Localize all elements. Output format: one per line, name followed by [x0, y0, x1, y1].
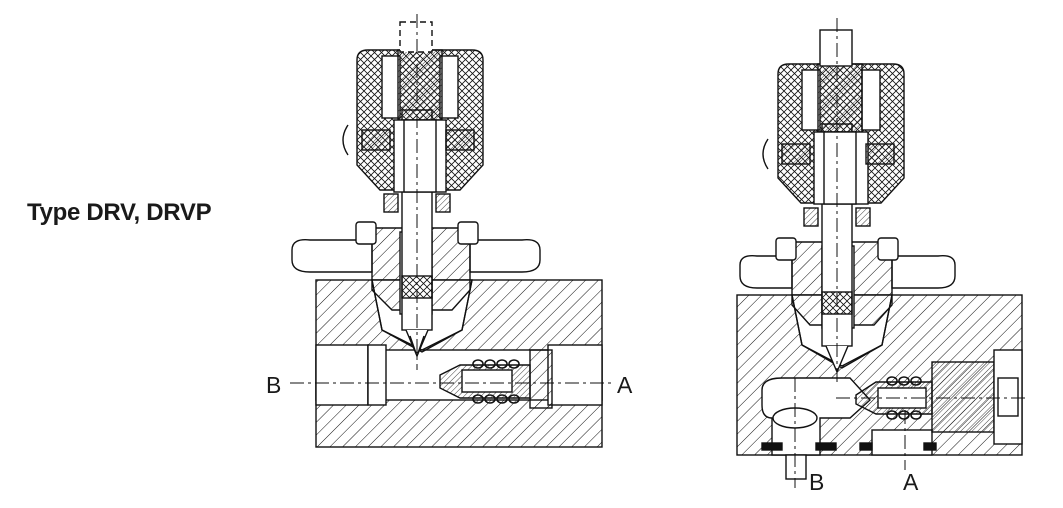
- drvp-port-a-label: A: [903, 469, 919, 495]
- drv-spring: [472, 359, 520, 404]
- drv-port-b-label: B: [266, 372, 281, 398]
- drv-port-a-label: A: [617, 372, 633, 398]
- figure-title: Type DRV, DRVP: [27, 199, 212, 226]
- drv-valve: [291, 21, 603, 448]
- drvp-port-b-label: B: [809, 469, 824, 495]
- drvp-spring: [886, 376, 922, 420]
- drvp-valve: [736, 29, 1023, 480]
